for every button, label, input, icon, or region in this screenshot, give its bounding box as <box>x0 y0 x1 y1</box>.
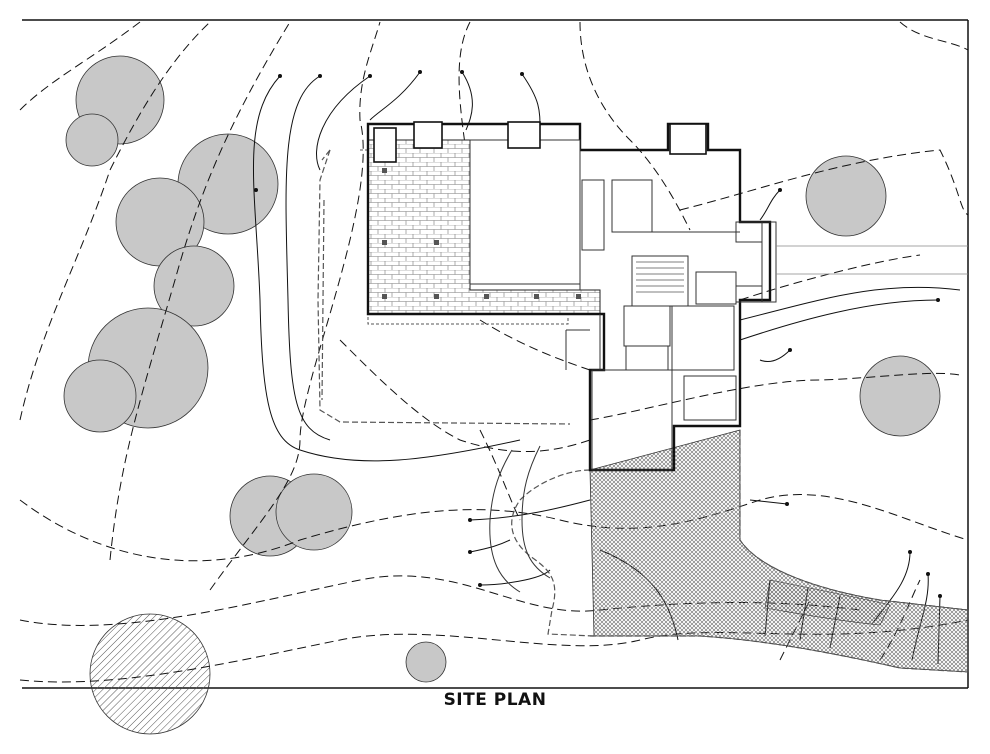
contour-lines <box>19 21 969 683</box>
tree <box>859 355 941 437</box>
tree <box>805 155 887 237</box>
grade-lines <box>253 71 961 665</box>
stone-edging <box>317 149 969 673</box>
contour-markers <box>254 70 942 598</box>
road-edge <box>776 245 968 275</box>
tree <box>153 245 235 327</box>
trees <box>63 55 941 735</box>
tree <box>65 113 119 167</box>
house-footprint <box>360 121 777 472</box>
tree <box>63 359 137 433</box>
page-title: SITE PLAN <box>443 690 547 710</box>
tree <box>275 473 353 551</box>
walkway <box>489 445 551 593</box>
tree-hatched <box>89 613 211 735</box>
tree <box>405 641 447 683</box>
